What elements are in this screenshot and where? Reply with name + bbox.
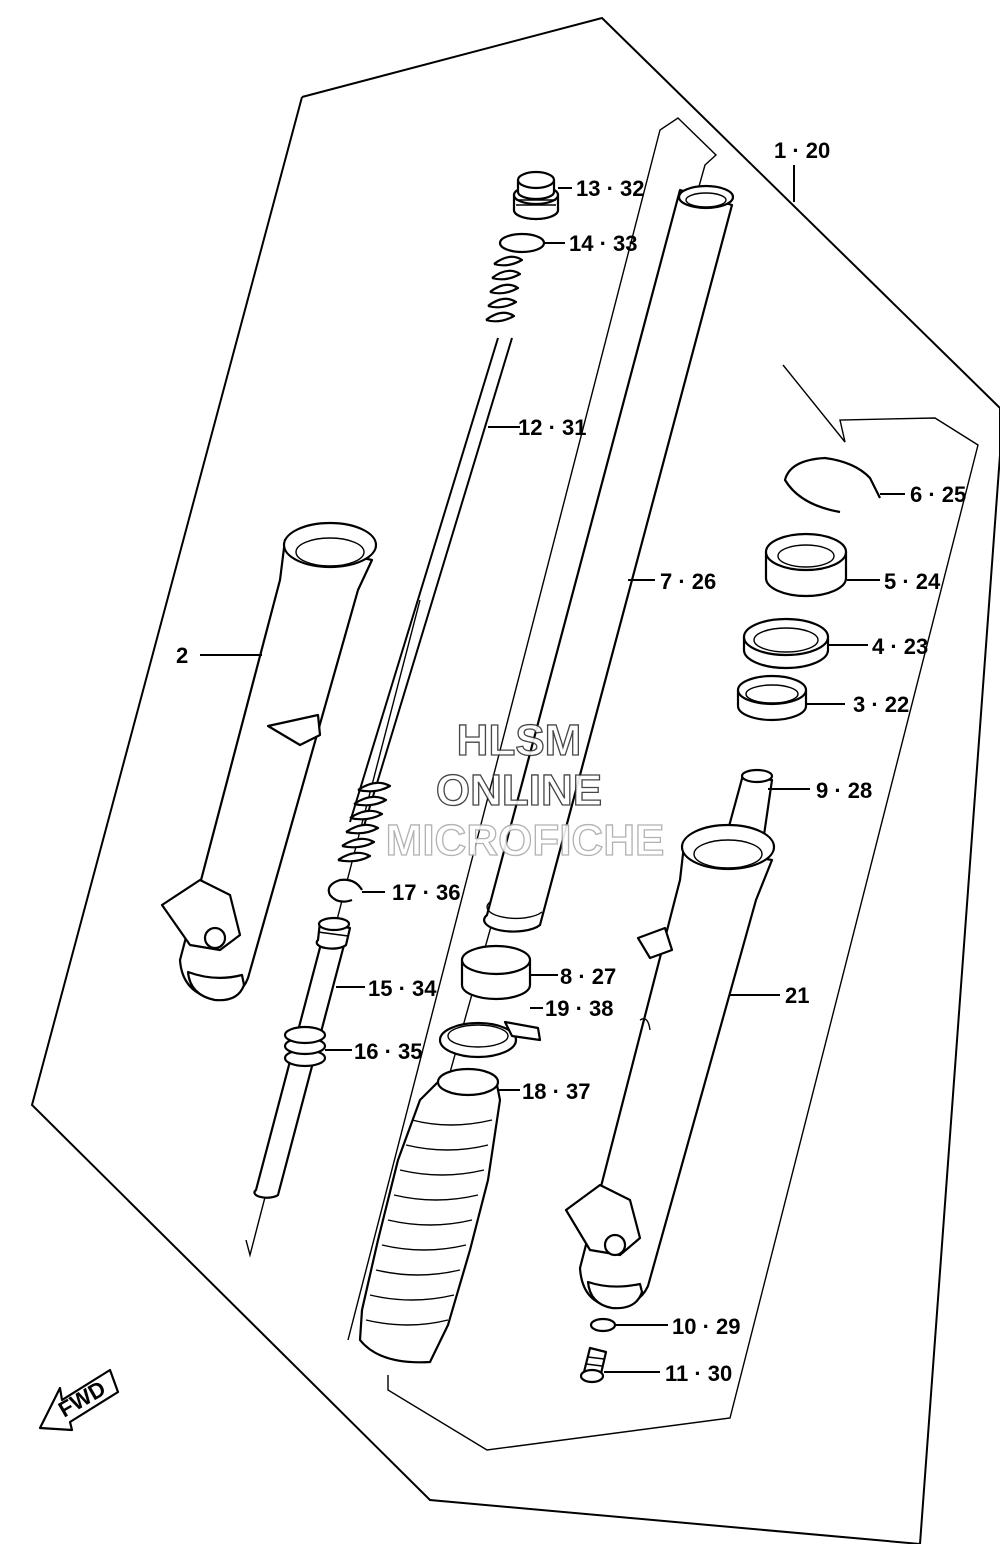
callout-12-31: 12 · 31 <box>518 415 587 440</box>
cap-bolt-part <box>512 170 560 221</box>
callout-4-23: 4 · 23 <box>872 634 928 659</box>
boot-clamp-part <box>438 1020 542 1059</box>
callout-17-36: 17 · 36 <box>392 880 461 905</box>
ring-17-part <box>327 878 363 903</box>
piston-ring-part <box>283 1025 327 1068</box>
inner-tube-part <box>483 184 735 933</box>
callout-21: 21 <box>785 983 809 1008</box>
fork-spring-part <box>337 255 524 863</box>
outer-tube-box <box>387 364 979 1451</box>
callout-11-30: 11 · 30 <box>665 1361 732 1386</box>
callout-19-38: 19 · 38 <box>545 996 614 1021</box>
oil-seal-part <box>764 532 848 598</box>
callout-18-37: 18 · 37 <box>522 1079 591 1104</box>
seal-washer-part <box>742 617 830 670</box>
slide-bushing-part <box>736 674 808 722</box>
callout-1-20: 1 · 20 <box>774 138 830 163</box>
callout-13-32: 13 · 32 <box>576 176 645 201</box>
dust-boot-part <box>358 1067 502 1364</box>
damper-bolt-part <box>579 1346 608 1384</box>
callout-5-24: 5 · 24 <box>884 569 941 594</box>
callout-8-27: 8 · 27 <box>560 964 616 989</box>
assembly-outline <box>30 16 1000 1546</box>
guide-bushing-part <box>460 944 532 1001</box>
fwd-arrow-icon: FWD <box>38 1368 120 1432</box>
outer-tube-left-part <box>160 521 378 1002</box>
callout-14-33: 14 · 33 <box>569 231 638 256</box>
gasket-part <box>589 1317 617 1333</box>
circlip-part <box>783 456 881 514</box>
callout-15-34: 15 · 34 <box>368 976 437 1001</box>
outer-tube-right-part <box>564 823 776 1310</box>
callout-9-28: 9 · 28 <box>816 778 872 803</box>
damper-rod-part <box>253 916 352 1199</box>
watermark-line-3: MICROFICHE <box>386 816 665 865</box>
callout-7-26: 7 · 26 <box>660 569 716 594</box>
watermark-line-1: HLSM <box>457 716 582 765</box>
callout-3-22: 3 · 22 <box>853 692 909 717</box>
o-ring-part <box>498 232 546 254</box>
watermark-line-2: ONLINE <box>436 766 602 815</box>
callout-2: 2 <box>176 643 188 668</box>
callout-16-35: 16 · 35 <box>354 1039 423 1064</box>
callout-6-25: 6 · 25 <box>910 482 966 507</box>
callout-10-29: 10 · 29 <box>672 1314 741 1339</box>
